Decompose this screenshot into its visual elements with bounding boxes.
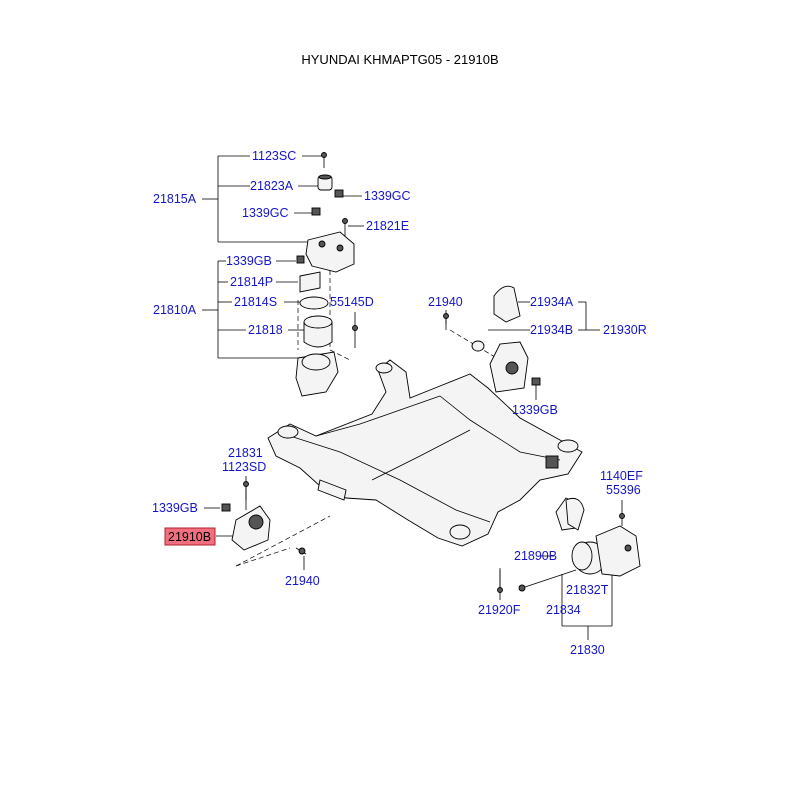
bolt-1123SD: [243, 481, 249, 500]
bolt-1123SC: [321, 152, 327, 168]
bracket-21814P: [299, 271, 321, 293]
label-21821E[interactable]: 21821E: [366, 219, 409, 233]
washer-21934B: [471, 340, 485, 352]
leader-lines-21810A: [202, 260, 351, 361]
bolt-21940-top: [443, 313, 449, 330]
label-21815A[interactable]: 21815A: [153, 192, 197, 206]
label-21810A[interactable]: 21810A: [153, 303, 197, 317]
nut-1339GB-right: [531, 377, 541, 386]
label-1339GB-top[interactable]: 1339GB: [226, 254, 272, 268]
label-1123SD[interactable]: 1123SD: [222, 460, 266, 474]
label-21814P[interactable]: 21814P: [230, 275, 273, 289]
label-21920F[interactable]: 21920F: [478, 603, 521, 617]
mount-21930R: [489, 341, 529, 393]
subframe: [267, 359, 583, 547]
bolt-21890B: [518, 569, 577, 592]
part-labels: 1123SC 21823A 1339GC 1339GC 21821E 21815…: [152, 149, 647, 657]
bushing-21823A: [317, 174, 333, 191]
label-21910B[interactable]: 21910B: [168, 530, 211, 544]
label-55396[interactable]: 55396: [606, 483, 641, 497]
label-1123SC[interactable]: 1123SC: [252, 149, 296, 163]
label-21814S[interactable]: 21814S: [234, 295, 277, 309]
bolt-55145D: [352, 312, 358, 348]
label-1140EF[interactable]: 1140EF: [600, 469, 643, 483]
plate-21814S: [299, 296, 329, 310]
label-21934B[interactable]: 21934B: [530, 323, 573, 337]
label-1339GB-left[interactable]: 1339GB: [152, 501, 198, 515]
bolt-1140EF: [619, 513, 625, 526]
label-21930R[interactable]: 21930R: [603, 323, 647, 337]
bracket-21815A: [305, 231, 355, 273]
label-21934A[interactable]: 21934A: [530, 295, 574, 309]
label-1339GC-right[interactable]: 1339GC: [364, 189, 411, 203]
bracket-21830: [595, 525, 641, 577]
label-21832T[interactable]: 21832T: [566, 583, 609, 597]
cover-21832T: [555, 497, 585, 531]
label-1339GB-right[interactable]: 1339GB: [512, 403, 558, 417]
nut-1339GB-top: [296, 255, 305, 264]
bolt-21920F: [497, 568, 503, 593]
nut-1339GC: [311, 189, 344, 216]
bolt-21940-bottom: [295, 547, 307, 555]
label-21818[interactable]: 21818: [248, 323, 283, 337]
label-21940-top[interactable]: 21940: [428, 295, 463, 309]
label-21830[interactable]: 21830: [570, 643, 605, 657]
diagram-title: HYUNDAI KHMAPTG05 - 21910B: [301, 52, 499, 67]
leader-lines-21815A: [202, 155, 364, 243]
bracket-21810A: [295, 351, 339, 397]
label-55145D[interactable]: 55145D: [330, 295, 374, 309]
label-21910B-highlight: [164, 527, 216, 546]
label-21831[interactable]: 21831: [228, 446, 263, 460]
mount-21910B: [231, 505, 271, 551]
label-21890B[interactable]: 21890B: [514, 549, 557, 563]
label-21823A[interactable]: 21823A: [250, 179, 294, 193]
label-21834[interactable]: 21834: [546, 603, 581, 617]
bolt-21821E: [342, 218, 348, 236]
label-1339GC-left[interactable]: 1339GC: [242, 206, 289, 220]
cover-21934A: [493, 285, 521, 323]
nut-1339GB-left: [221, 503, 231, 512]
mount-21818: [303, 315, 333, 348]
label-21940-bottom[interactable]: 21940: [285, 574, 320, 588]
